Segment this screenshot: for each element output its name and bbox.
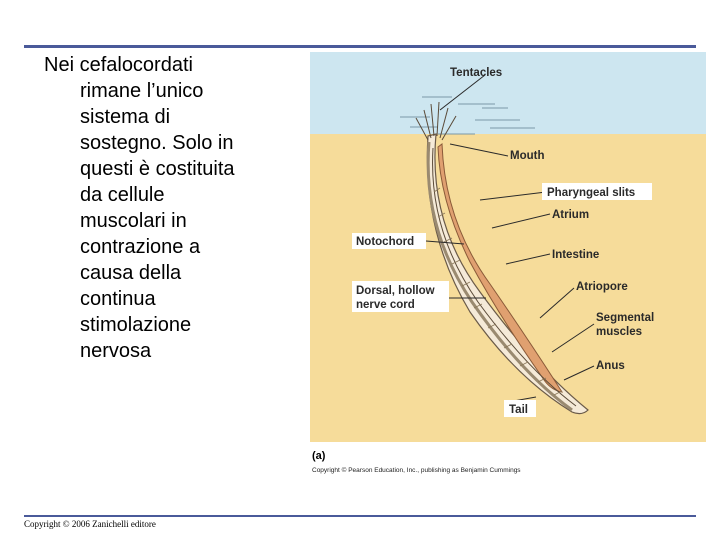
water-area: [310, 52, 706, 134]
label-pharyngeal-slits: Pharyngeal slits: [547, 187, 635, 199]
figure-letter: (a): [312, 450, 326, 462]
figure-copyright: Copyright © Pearson Education, Inc., pub…: [312, 467, 521, 474]
lancelet-figure: Tentacles Mouth Pharyngeal slits Atrium …: [310, 52, 706, 442]
top-rule: [24, 45, 696, 48]
label-box-tail: [504, 400, 536, 417]
label-atrium: Atrium: [552, 209, 589, 221]
leader-lines: [425, 74, 595, 403]
bottom-rule: [24, 515, 696, 517]
lancelet-diagram: Tentacles Mouth Pharyngeal slits Atrium …: [310, 52, 706, 442]
label-notochord: Notochord: [356, 236, 414, 248]
notochord-line: [426, 141, 573, 412]
bullet-line: questi è costituita: [80, 158, 235, 180]
label-segmental-line2: muscles: [596, 326, 642, 338]
bullet-text: Nei cefalocordati rimane l’unico sistema…: [44, 52, 294, 364]
label-intestine: Intestine: [552, 249, 599, 261]
label-atriopore: Atriopore: [576, 281, 628, 293]
label-anus: Anus: [596, 360, 625, 372]
bullet-line: stimolazione: [80, 314, 192, 336]
label-mouth: Mouth: [510, 150, 544, 162]
label-box-dorsal: [352, 281, 449, 312]
bullet-line: sostegno. Solo in: [80, 132, 234, 154]
bullet-line: da cellule: [80, 184, 165, 206]
label-tentacles: Tentacles: [450, 67, 502, 79]
footer-copyright: Copyright © 2006 Zanichelli editore: [24, 519, 156, 529]
label-dorsal-line2: nerve cord: [356, 299, 415, 311]
segmental-muscle-marks: [433, 187, 563, 396]
bullet-line: muscolari in: [80, 210, 187, 232]
pharynx-intestine: [437, 143, 564, 393]
water-ripples: [400, 96, 535, 135]
bullet-line: contrazione a: [80, 236, 201, 258]
nerve-cord-line: [432, 147, 577, 407]
label-dorsal-line1: Dorsal, hollow: [356, 285, 435, 297]
label-box-pharyngeal: [542, 183, 652, 200]
bullet-line: Nei cefalocordati: [44, 54, 193, 76]
body-outline: [426, 133, 589, 415]
bullet-line: nervosa: [80, 340, 152, 362]
tentacle-marks: [415, 101, 457, 141]
bullet-line: continua: [80, 288, 156, 310]
label-box-notochord: [352, 233, 426, 249]
bullet-line: causa della: [80, 262, 182, 284]
bullet-line: rimane l’unico: [80, 80, 204, 102]
bullet-line: sistema di: [80, 106, 171, 128]
label-tail: Tail: [509, 404, 528, 416]
label-segmental-line1: Segmental: [596, 312, 654, 324]
